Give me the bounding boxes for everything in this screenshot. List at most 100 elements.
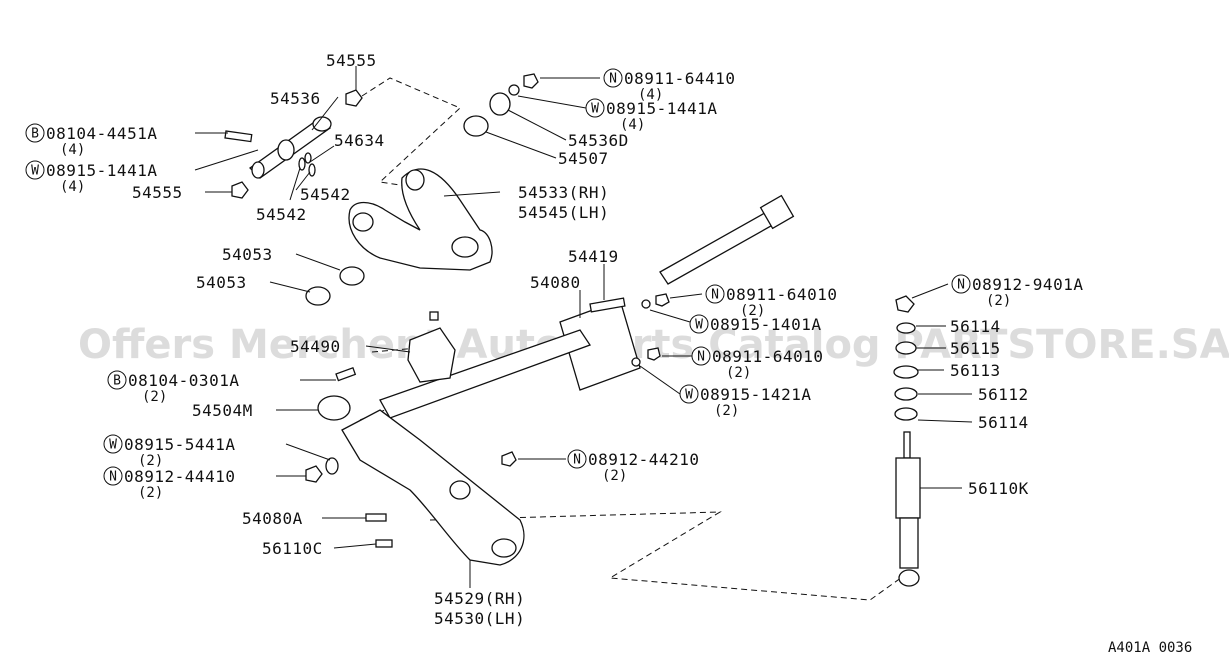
- badge-letter: B: [31, 127, 39, 142]
- diagram-code: A401A 0036: [1108, 640, 1192, 656]
- nut-08911-64010-b: [647, 347, 661, 361]
- bolt-54080A: [365, 513, 387, 522]
- bushing-54490: [407, 327, 456, 383]
- part-number: 56112: [978, 385, 1029, 404]
- part-number: 54530(LH): [434, 609, 525, 628]
- lower-control-arm: [341, 409, 525, 566]
- part-number: 54542: [300, 185, 351, 204]
- bumper-54053-b: [305, 286, 331, 306]
- badge-letter: N: [697, 350, 705, 365]
- part-number: 08915-1421A: [700, 385, 811, 404]
- part-number: 54536D: [568, 131, 629, 150]
- badge-circle: [951, 274, 971, 294]
- part-label-l11: 54536D: [568, 131, 629, 150]
- bushing-56112: [894, 387, 918, 401]
- part-label-l6: 54555: [132, 183, 183, 202]
- part-number: 08915-5441A: [124, 435, 235, 454]
- part-label-l1: 54555: [326, 51, 377, 70]
- lower-ball-joint: [491, 538, 517, 558]
- part-number: 08911-64010: [726, 285, 837, 304]
- lower-arm-eye: [449, 480, 471, 500]
- badge-circle: [103, 434, 123, 454]
- badge-circle: [107, 370, 127, 390]
- part-number: 54555: [326, 51, 377, 70]
- part-number: 54634: [334, 131, 385, 150]
- part-label-l18: 54080: [530, 273, 581, 292]
- shock-lower-body: [899, 517, 919, 569]
- part-number: 54545(LH): [518, 203, 609, 222]
- watermark: Offers Merchent Auto Parts Catalog PARTS…: [78, 322, 1229, 368]
- part-number: 08104-4451A: [46, 124, 157, 143]
- badge-circle: [679, 384, 699, 404]
- bolt-56110C: [375, 539, 393, 548]
- badge-circle: [585, 98, 605, 118]
- ball-joint-seat: [451, 236, 479, 258]
- arm-bushing-eye-1: [352, 212, 374, 232]
- part-number: 08912-44410: [124, 467, 235, 486]
- leader-lines: [194, 66, 973, 588]
- shock-upper-body: [895, 457, 921, 519]
- part-number: 56115: [950, 339, 1001, 358]
- shim-a: [298, 157, 306, 171]
- upper-arm-group: [224, 73, 539, 306]
- tension-rod: [659, 209, 779, 285]
- part-number: 56110C: [262, 539, 323, 558]
- compression-link: [379, 329, 591, 419]
- washer-08915: [508, 84, 520, 96]
- shim-b: [308, 163, 316, 177]
- part-label-l9: N 08911-64410(4): [603, 68, 735, 103]
- part-number: 54080A: [242, 509, 303, 528]
- nut-08912-9401A: [895, 295, 915, 313]
- washer-08915-1421A: [631, 357, 641, 367]
- part-number: 08911-64410: [624, 69, 735, 88]
- bolt-54419: [589, 297, 626, 313]
- bushing-cap: [429, 311, 439, 321]
- part-number: 08915-1441A: [46, 161, 157, 180]
- badge-circle: [691, 346, 711, 366]
- part-quantity: (2): [138, 485, 163, 501]
- washer-08915-5441A: [325, 457, 339, 475]
- part-number: 54536: [270, 89, 321, 108]
- part-quantity: (2): [602, 468, 627, 484]
- part-number: 54490: [290, 337, 341, 356]
- part-number: 54555: [132, 183, 183, 202]
- shaft-collar-2: [251, 161, 265, 179]
- part-number: 08912-44210: [588, 450, 699, 469]
- arm-bushing-eye-2: [405, 169, 425, 191]
- part-number: 56114: [978, 413, 1029, 432]
- nut-54555-top: [345, 89, 363, 107]
- shaft-bushing-end: [312, 116, 332, 132]
- bolt-08104-4451A: [224, 130, 253, 143]
- bushing-54504M: [317, 395, 351, 421]
- badge-circle: [567, 449, 587, 469]
- part-quantity: (4): [620, 117, 645, 133]
- washer-08915-1401A: [641, 299, 651, 309]
- badge-letter: N: [573, 453, 581, 468]
- shim-c: [304, 152, 312, 164]
- part-number: 08915-1401A: [710, 315, 821, 334]
- tension-rod-end: [759, 194, 795, 230]
- part-number: 08104-0301A: [128, 371, 239, 390]
- washer-54536D: [489, 92, 511, 116]
- part-number: 54419: [568, 247, 619, 266]
- part-quantity: (4): [638, 87, 663, 103]
- part-label-l30: 56110C: [262, 539, 323, 558]
- part-label-l25: 54504M: [192, 401, 253, 420]
- part-label-l35: 56115: [950, 339, 1001, 358]
- part-label-l34: 56114: [950, 317, 1000, 336]
- part-label-l7: 54542: [300, 185, 351, 204]
- part-number: 54080: [530, 273, 581, 292]
- nut-08912-44410: [305, 465, 323, 483]
- badge-letter: N: [609, 72, 617, 87]
- part-number: 54504M: [192, 401, 253, 420]
- badge-letter: B: [113, 374, 121, 389]
- part-number: 54529(RH): [434, 589, 525, 608]
